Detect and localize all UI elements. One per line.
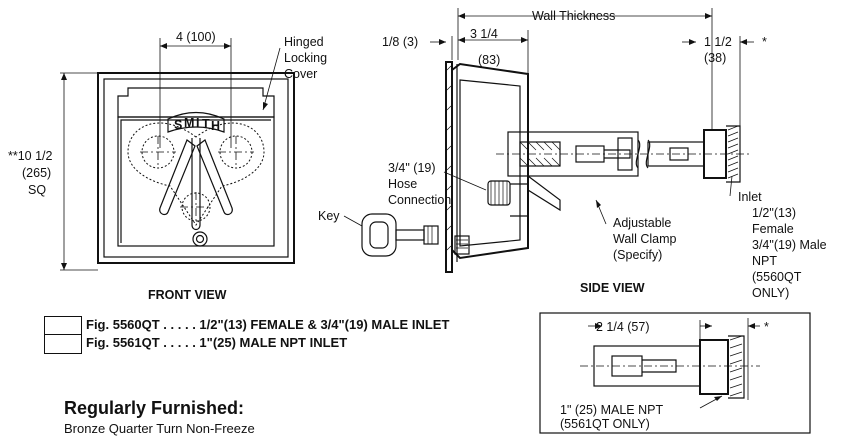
key-label: Key bbox=[318, 209, 340, 223]
detail-npt-1: 1" (25) MALE NPT bbox=[560, 403, 663, 417]
inlet-fitting bbox=[703, 129, 727, 179]
side-view bbox=[430, 8, 754, 273]
handle-slot-center bbox=[191, 138, 201, 231]
logo-letter-s: S bbox=[174, 118, 182, 132]
inlet-label-1: Inlet bbox=[738, 190, 762, 204]
dim-height-2: (265) bbox=[22, 166, 51, 180]
dim-inlet-star: * bbox=[762, 35, 767, 49]
dim-inlet-2: (38) bbox=[704, 51, 726, 65]
dim-width-label: 4 (100) bbox=[176, 30, 216, 44]
detail-dim-label: 2 1/4 (57) bbox=[596, 320, 650, 334]
clamp-label-3: (Specify) bbox=[613, 248, 662, 262]
cover-label-2: Locking bbox=[284, 51, 327, 65]
fig-5561-checkbox[interactable] bbox=[44, 334, 82, 354]
dim-flange-label: 1/8 (3) bbox=[382, 35, 418, 49]
hose-label-2: Hose bbox=[388, 177, 417, 191]
inlet-label-7: ONLY) bbox=[752, 286, 789, 300]
fig-5561-label: Fig. 5561QT . . . . . 1"(25) MALE NPT IN… bbox=[86, 335, 348, 350]
key-icon bbox=[343, 213, 439, 257]
hose-label-3: Connection bbox=[388, 193, 451, 207]
side-view-caption: SIDE VIEW bbox=[580, 281, 645, 295]
cover-label-1: Hinged bbox=[284, 35, 324, 49]
valve-lobe-outline bbox=[127, 122, 265, 226]
inlet-label-3: Female bbox=[752, 222, 794, 236]
inlet-label-2: 1/2"(13) bbox=[752, 206, 796, 220]
front-view bbox=[60, 38, 295, 271]
logo-letter-t: T bbox=[202, 117, 210, 131]
wall-clamp bbox=[527, 174, 561, 212]
dim-depth-2: (83) bbox=[478, 53, 500, 67]
flange bbox=[445, 61, 453, 273]
cover-panel bbox=[117, 116, 275, 247]
detail-npt-2: (5561QT ONLY) bbox=[560, 417, 650, 431]
logo-banner bbox=[167, 111, 225, 133]
dim-inlet-1: 1 1/2 bbox=[704, 35, 732, 49]
detail-star: * bbox=[764, 320, 769, 334]
keyhole-outer bbox=[192, 231, 208, 247]
detail-inset bbox=[539, 312, 811, 434]
hose-label-1: 3/4" (19) bbox=[388, 161, 436, 175]
logo-letter-h: H bbox=[211, 119, 220, 133]
logo-letter-m: M bbox=[184, 116, 194, 130]
inlet-label-6: (5560QT bbox=[752, 270, 802, 284]
dim-height-3: SQ bbox=[28, 183, 46, 197]
clamp-label-2: Wall Clamp bbox=[613, 232, 676, 246]
wall-thickness-label: Wall Thickness bbox=[532, 9, 615, 23]
clamp-label-1: Adjustable bbox=[613, 216, 671, 230]
fig-5560-label: Fig. 5560QT . . . . . 1/2"(13) FEMALE & … bbox=[86, 317, 450, 332]
box-inner bbox=[103, 78, 289, 258]
housing bbox=[451, 62, 529, 260]
handle-slot-right bbox=[196, 139, 233, 216]
handle-slot-left bbox=[159, 139, 196, 216]
logo-letter-i: I bbox=[196, 116, 199, 130]
fig-5560-checkbox[interactable] bbox=[44, 316, 82, 336]
dim-depth-1: 3 1/4 bbox=[470, 27, 498, 41]
furnished-text: Bronze Quarter Turn Non-Freeze bbox=[64, 421, 255, 436]
cover-top-step bbox=[117, 87, 275, 118]
furnished-heading: Regularly Furnished: bbox=[64, 398, 245, 418]
cover-label-3: Cover bbox=[284, 67, 317, 81]
cover-bevel bbox=[120, 119, 271, 243]
inlet-label-4: 3/4"(19) Male bbox=[752, 238, 827, 252]
inlet-label-5: NPT bbox=[752, 254, 777, 268]
front-view-caption: FRONT VIEW bbox=[148, 288, 227, 302]
keyhole-inner bbox=[195, 234, 205, 244]
box-outer bbox=[97, 72, 295, 264]
dim-height-1: **10 1/2 bbox=[8, 149, 53, 163]
